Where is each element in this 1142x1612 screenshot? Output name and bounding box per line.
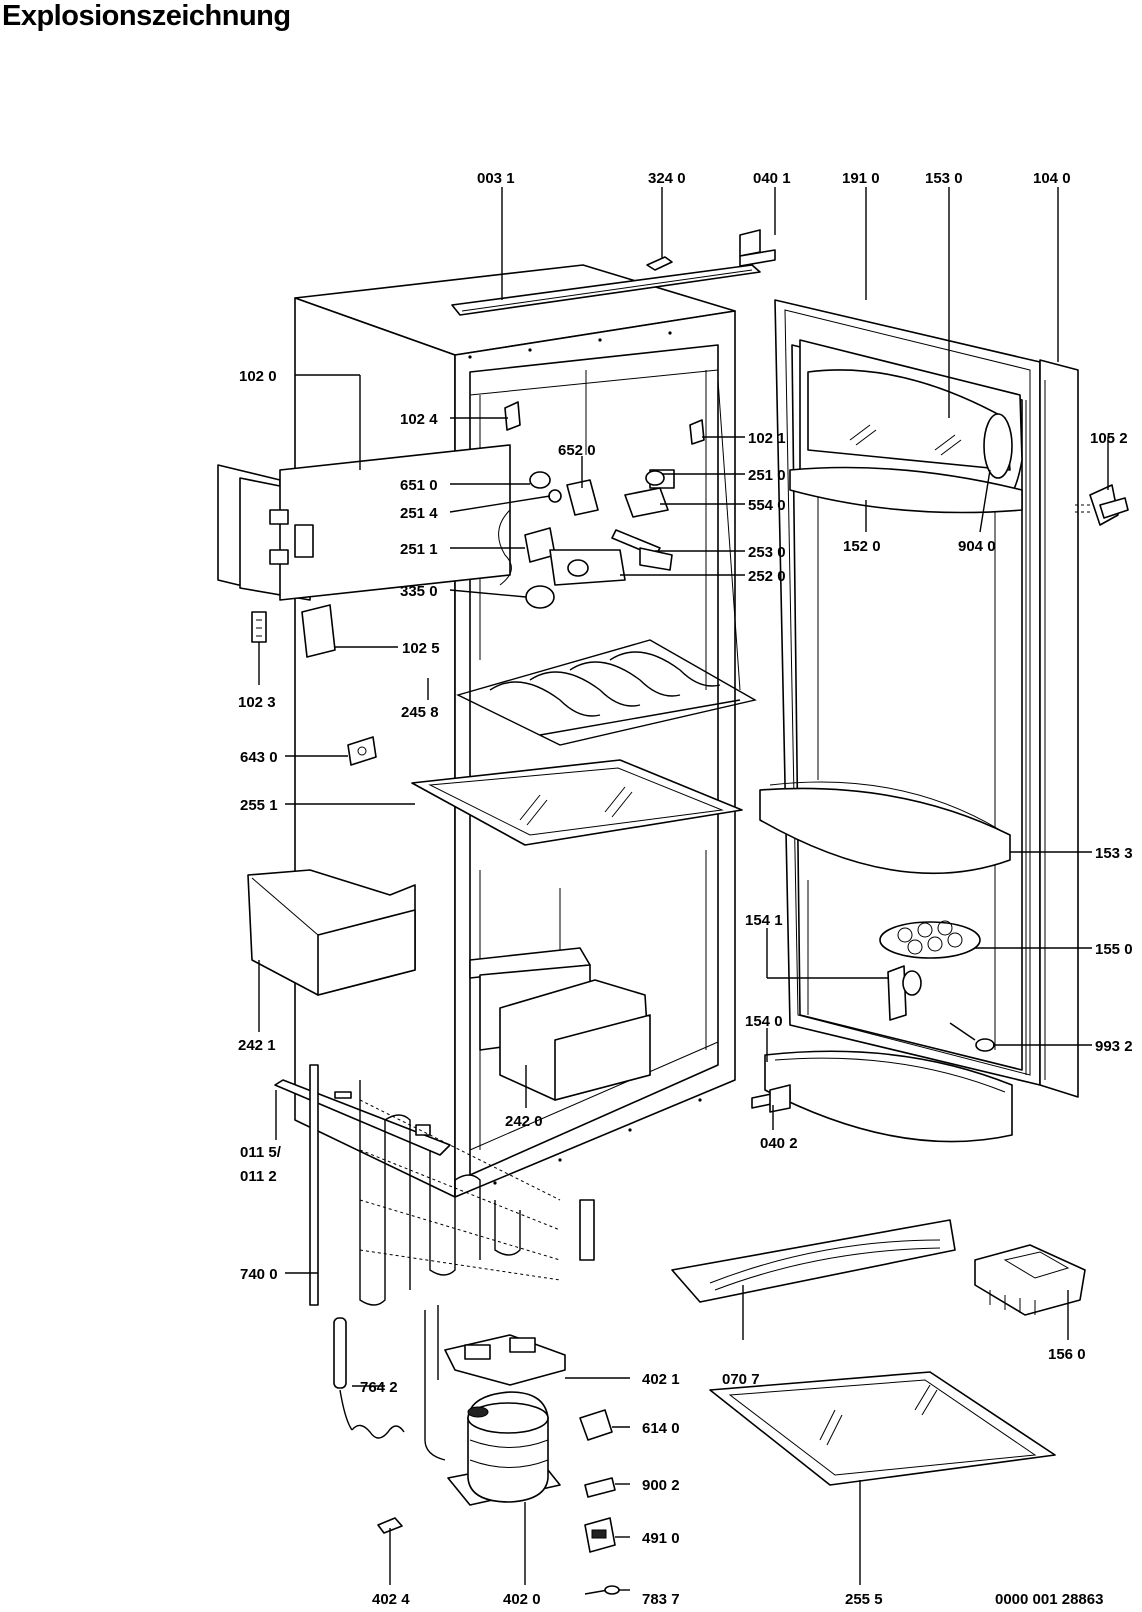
label-1550: 155 0 [1095,941,1133,958]
label-2510: 251 0 [748,467,786,484]
label-1021: 102 1 [748,430,786,447]
label-0112: 011 2 [240,1168,277,1185]
crisper-drawer-upper-part [247,869,416,996]
label-6140: 614 0 [642,1420,680,1437]
door-butter-compartment [789,339,1023,514]
label-2511: 251 1 [400,541,438,558]
bottle-shelf-part [764,1050,1013,1143]
label-2420: 242 0 [505,1113,543,1130]
label-2530: 253 0 [748,544,786,561]
label-2520: 252 0 [748,568,786,585]
label-9932: 993 2 [1095,1038,1133,1055]
label-4910: 491 0 [642,1530,680,1547]
label-2458: 245 8 [401,704,439,721]
label-7400: 740 0 [240,1266,278,1283]
label-1530: 153 0 [925,170,963,187]
label-1541: 154 1 [745,912,783,929]
label-5540: 554 0 [748,497,786,514]
label-6510: 651 0 [400,477,438,494]
crisper-drawer-lower-part [469,947,651,1101]
label-1052: 105 2 [1090,430,1128,447]
top-rail-part [451,264,761,316]
condenser-part [309,1064,595,1306]
leader-lines [258,187,1109,1591]
label-1024: 102 4 [400,411,438,428]
bracket-1024-part [504,401,521,431]
egg-tray-part [879,920,981,959]
ice-tray-part [974,1244,1086,1316]
lower-hinge-part [751,1084,791,1113]
label-4020: 402 0 [503,1591,541,1608]
label-2514: 251 4 [400,505,438,522]
label-7642: 764 2 [360,1379,398,1396]
label-1020: 102 0 [239,368,277,385]
bottle-holder-part [887,965,922,1021]
door-hinge-part [1075,484,1129,526]
part-9002 [584,1477,616,1498]
bracket-1021-part [689,419,705,445]
relay-part [579,1409,613,1441]
label-2551: 255 1 [240,797,278,814]
label-1910: 191 0 [842,170,880,187]
label-7837: 783 7 [642,1591,680,1608]
label-4021: 402 1 [642,1371,680,1388]
clip-1025-part [301,604,336,658]
clip-part [646,256,673,271]
label-9002: 900 2 [642,1477,680,1494]
thermostat-assembly-parts [498,469,675,609]
kick-plate-part [671,1219,956,1303]
part-4024 [377,1517,403,1534]
label-0402: 040 2 [760,1135,798,1152]
label-1540: 154 0 [745,1013,783,1030]
label-0401: 040 1 [753,170,791,187]
document-number: 0000 001 28863 [995,1591,1103,1608]
page-title: Explosionszeichnung [2,0,291,32]
compressor-part [424,1305,561,1506]
compressor-bracket-part [444,1334,566,1386]
label-1533: 153 3 [1095,845,1133,862]
part-7837 [584,1585,620,1595]
label-1023: 102 3 [238,694,276,711]
label-9040: 904 0 [958,538,996,555]
label-1560: 156 0 [1048,1346,1086,1363]
label-0707: 070 7 [722,1371,760,1388]
label-3240: 324 0 [648,170,686,187]
part-labels: 003 1 324 0 040 1 191 0 153 0 104 0 102 … [238,170,1133,1608]
dryer-filter-part [333,1317,405,1439]
label-0115: 011 5/ [240,1144,282,1161]
label-6520: 652 0 [558,442,596,459]
label-6430: 643 0 [240,749,278,766]
label-4024: 402 4 [372,1591,410,1608]
wire-shelf-part [456,639,757,746]
label-1040: 104 0 [1033,170,1071,187]
door-shelf-part [759,781,1011,875]
part-4910 [584,1517,616,1553]
label-0031: 003 1 [477,170,515,187]
label-2421: 242 1 [238,1037,276,1054]
part-6430 [347,736,377,766]
pin-1023-part [251,611,267,643]
label-2555: 255 5 [845,1591,883,1608]
label-3350: 335 0 [400,583,438,600]
upper-hinge-part [739,229,776,267]
glass-shelf-lower-part [709,1371,1056,1486]
glass-shelf-upper-part [411,759,743,846]
label-1520: 152 0 [843,538,881,555]
label-1025: 102 5 [402,640,440,657]
evaporator-cover-part [217,444,511,601]
